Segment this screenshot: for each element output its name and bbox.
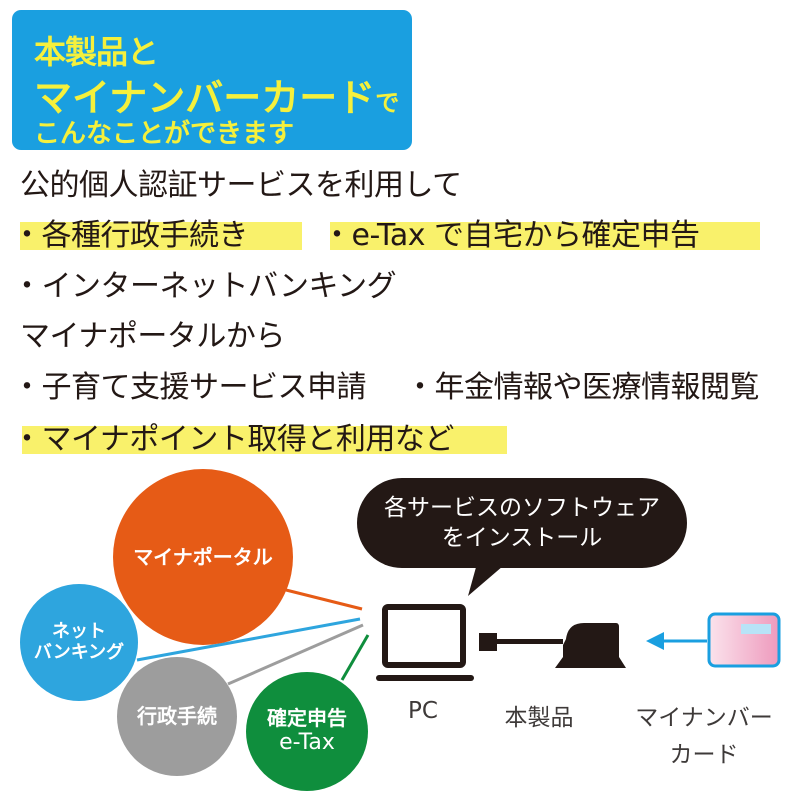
feature-admin-procedures: ・各種行政手続き	[12, 218, 249, 253]
mynumber-card-icon	[707, 612, 781, 668]
header-title-line2: マイナンバーカードで	[34, 67, 399, 122]
highlight-etax	[330, 222, 760, 250]
service-etax-label-1: 確定申告	[267, 706, 347, 731]
speech-bubble-tail	[468, 560, 510, 596]
header-title-suffix: で	[375, 89, 400, 117]
feature-mynapoint: ・マイナポイント取得と利用など	[12, 422, 454, 457]
insert-arrow-icon	[646, 632, 707, 650]
bubble-line1: 各サービスのソフトウェア	[384, 495, 660, 521]
intro-mynaportal: マイナポータルから	[20, 319, 285, 354]
header-title-card: マイナンバーカード	[34, 76, 376, 120]
product-label: 本製品	[504, 705, 574, 731]
service-etax-circle: 確定申告 e-Tax	[246, 672, 368, 791]
service-mynaportal-label: マイナポータル	[133, 544, 273, 569]
highlight-mynapoint	[22, 426, 507, 454]
intro-jpki: 公的個人認証サービスを利用して	[20, 168, 462, 203]
card-reader-icon	[555, 623, 626, 668]
header-subtitle: こんなことができます	[34, 119, 295, 149]
device-illustrations	[376, 604, 781, 681]
usb-cable-icon	[479, 633, 563, 651]
service-netbanking-label-1: ネット	[52, 620, 106, 642]
service-admin-label: 行政手続	[137, 704, 217, 728]
pc-label: PC	[408, 698, 438, 724]
header-banner: 本製品と マイナンバーカードで こんなことができます	[12, 10, 412, 150]
card-label-line1: マイナンバー	[635, 705, 773, 731]
feature-internet-banking: ・インターネットバンキング	[12, 269, 397, 304]
highlight-admin	[20, 222, 302, 250]
laptop-icon	[376, 604, 474, 681]
service-netbanking-label-2: バンキング	[33, 641, 125, 663]
service-etax-label-2: e-Tax	[279, 730, 335, 756]
header-title-line1: 本製品と	[34, 33, 159, 71]
service-netbanking-circle: ネット バンキング	[20, 584, 138, 701]
feature-pension-medical: ・年金情報や医療情報閲覧	[405, 370, 760, 405]
feature-etax: ・e-Tax で自宅から確定申告	[322, 218, 700, 253]
service-admin-circle: 行政手続	[117, 657, 237, 776]
service-mynaportal-circle: マイナポータル	[113, 469, 293, 645]
software-install-bubble: 各サービスのソフトウェア をインストール	[357, 478, 687, 568]
bubble-line2: をインストール	[441, 525, 603, 551]
feature-childcare: ・子育て支援サービス申請	[12, 370, 367, 405]
card-label-line2: カード	[669, 742, 739, 768]
